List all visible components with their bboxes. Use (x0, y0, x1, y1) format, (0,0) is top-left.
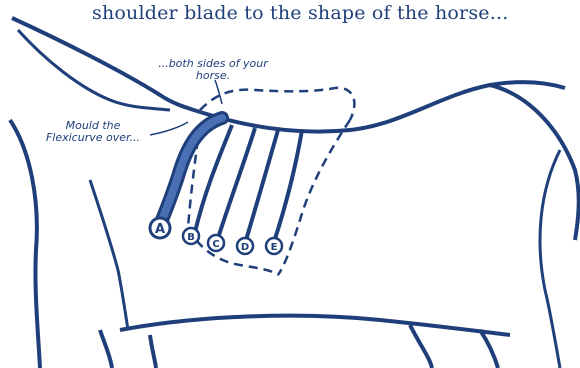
marker-b: B (183, 228, 199, 244)
tail-outline (540, 150, 560, 368)
marker-a-label: A (155, 222, 165, 237)
marker-b-label: B (187, 232, 195, 243)
hindquarter-outline (490, 85, 579, 240)
marker-d-label: D (241, 242, 249, 253)
note-both-sides: ...both sides of your horse. (158, 58, 268, 82)
marker-e-label: E (271, 242, 278, 253)
measure-line-e (274, 130, 302, 242)
front-leg-outline (100, 330, 156, 368)
chest-outline (10, 120, 40, 368)
saddle-dashed-bottom (188, 228, 278, 275)
mane-outline (18, 30, 170, 110)
pointer-mould (150, 122, 188, 135)
belly-outline (120, 316, 510, 335)
marker-c-label: C (212, 239, 219, 250)
shoulder-outline (90, 180, 128, 330)
marker-d: D (237, 238, 253, 254)
marker-c: C (208, 235, 224, 251)
note-mould-flexicurve: Mould the Flexicurve over... (38, 120, 148, 144)
caption-text: shoulder blade to the shape of the horse… (92, 2, 572, 24)
marker-e: E (266, 238, 282, 254)
pointer-both-sides (215, 80, 222, 104)
marker-a: A (150, 218, 170, 238)
